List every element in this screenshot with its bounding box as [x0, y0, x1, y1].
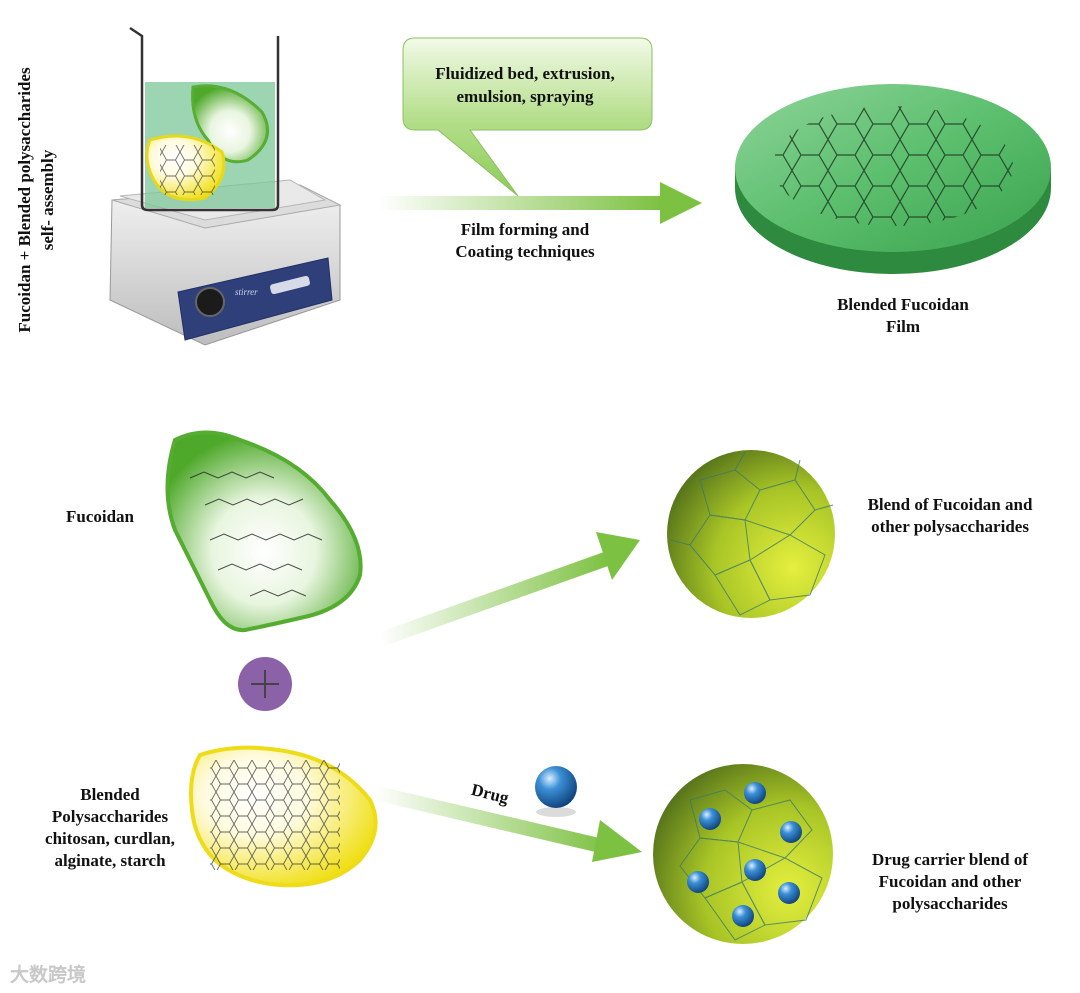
blended-film-disc	[735, 84, 1051, 274]
blend-label-line-2: other polysaccharides	[871, 517, 1029, 536]
blend-label: Blend of Fucoidan and other polysacchari…	[845, 494, 1055, 538]
self-assembly-label-line-2: self- assembly	[38, 149, 57, 251]
film-technique-line-2: Coating techniques	[455, 242, 595, 261]
film-label: Blended Fucoidan Film	[803, 294, 1003, 338]
self-assembly-label-line-1: Fucoidan + Blended polysaccharides	[15, 67, 34, 333]
watermark-text: 大数跨境	[10, 964, 87, 986]
film-technique-line-1: Film forming and	[460, 220, 590, 239]
callout-bubble	[402, 37, 653, 197]
drug-carrier-label: Drug carrier blend of Fucoidan and other…	[845, 849, 1055, 915]
carrier-label-line-3: polysaccharides	[892, 894, 1008, 913]
drug-arrow	[374, 786, 642, 862]
blend-arrow	[380, 532, 640, 646]
plus-icon	[238, 657, 292, 711]
blended-label-line-1: Blended	[80, 785, 140, 804]
blend-label-line-1: Blend of Fucoidan and	[867, 495, 1033, 514]
callout-line-2: emulsion, spraying	[456, 87, 594, 106]
blend-sphere	[667, 450, 835, 618]
blended-polysaccharides-label: Blended Polysaccharides chitosan, curdla…	[20, 784, 200, 872]
self-assembly-label: Fucoidan + Blended polysaccharides self-…	[13, 40, 63, 360]
blended-label-line-4: alginate, starch	[54, 851, 166, 870]
carrier-label-line-1: Drug carrier blend of	[872, 850, 1028, 869]
beaker	[129, 26, 280, 212]
film-technique-label: Film forming and Coating techniques	[425, 219, 625, 263]
watermark-logo: 大数跨境	[10, 960, 86, 987]
polysaccharide-blob	[189, 745, 378, 888]
blended-label-line-2: Polysaccharides	[51, 807, 169, 826]
svg-text:stirrer: stirrer	[235, 287, 258, 297]
film-label-line-2: Film	[886, 317, 920, 336]
film-arrow	[378, 182, 702, 224]
fucoidan-label: Fucoidan	[65, 507, 135, 526]
film-label-line-1: Blended Fucoidan	[837, 295, 969, 314]
drug-ball-icon	[535, 766, 577, 817]
callout-text: Fluidized bed, extrusion, emulsion, spra…	[405, 62, 645, 108]
carrier-label-line-2: Fucoidan and other	[878, 872, 1022, 891]
fucoidan-blob	[165, 430, 363, 633]
blended-label-line-3: chitosan, curdlan,	[45, 829, 175, 848]
drug-carrier-sphere	[653, 764, 833, 944]
callout-line-1: Fluidized bed, extrusion,	[435, 64, 615, 83]
